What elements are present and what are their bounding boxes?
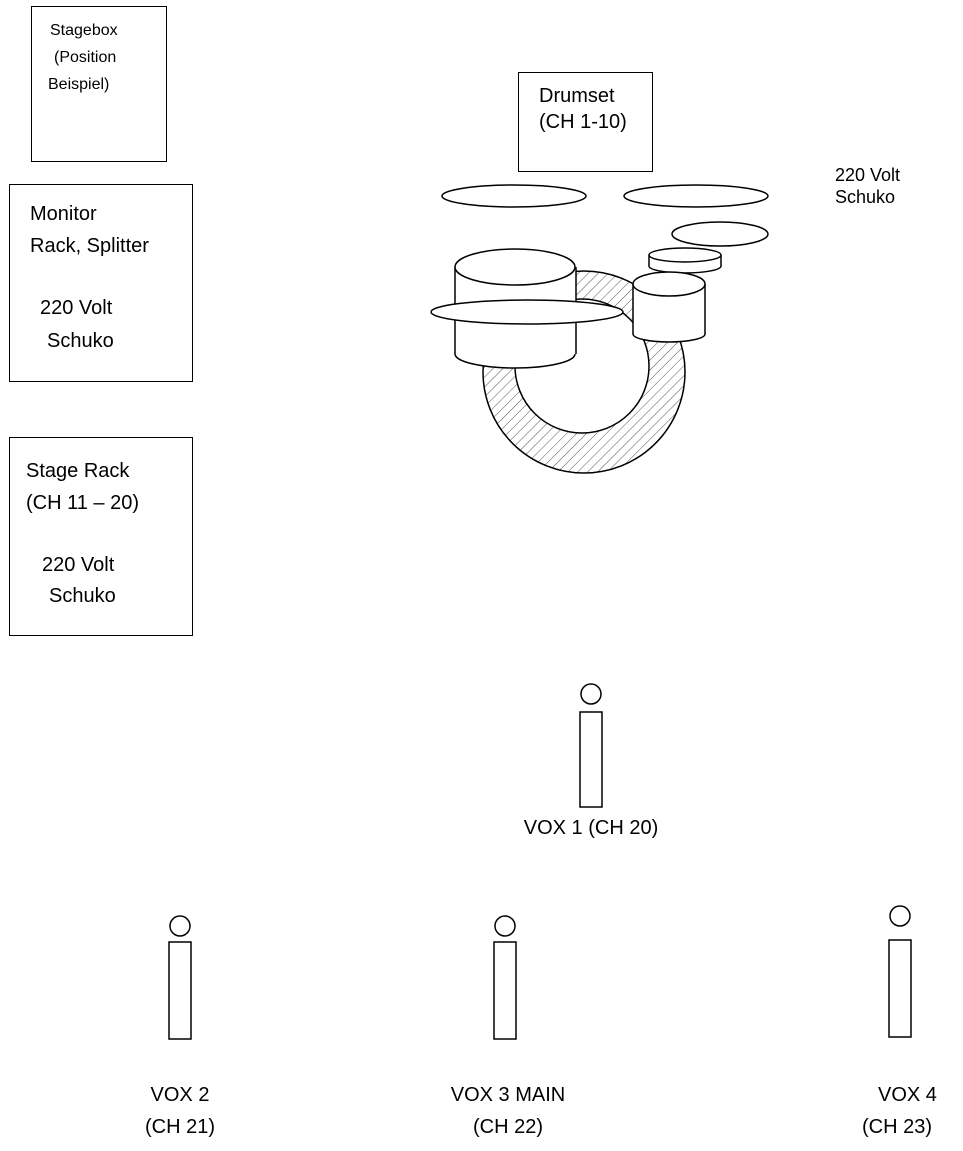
mic-vox2-icon bbox=[168, 915, 192, 1040]
vox3-label-line2: (CH 22) bbox=[472, 1116, 543, 1138]
stagebox-box: Stagebox (Position Beispiel) bbox=[31, 6, 167, 162]
monitor-rack-power-line1: 220 Volt bbox=[40, 297, 113, 319]
stagebox-label-line1: Stagebox bbox=[50, 22, 118, 39]
stage-rack-label-line2: (CH 11 – 20) bbox=[26, 492, 140, 514]
stagebox-label-line2: (Position bbox=[54, 49, 117, 66]
stage-rack-power-line2: Schuko bbox=[49, 585, 116, 607]
stage-rack-label-line1: Stage Rack bbox=[26, 460, 130, 482]
small-tom-icon bbox=[648, 247, 722, 274]
mic-vox4-icon bbox=[888, 905, 912, 1038]
power-right-line1: 220 Volt bbox=[835, 165, 901, 185]
vox3-label-line1: VOX 3 MAIN bbox=[450, 1084, 566, 1106]
cymbal-left-icon bbox=[441, 184, 587, 208]
vox4-label-line2: (CH 23) bbox=[862, 1116, 933, 1138]
mic-vox3-icon bbox=[493, 915, 517, 1040]
monitor-rack-label-line2: Rack, Splitter bbox=[30, 235, 149, 257]
vox2-label-line1: VOX 2 bbox=[150, 1084, 210, 1106]
monitor-rack-box: Monitor Rack, Splitter 220 Volt Schuko bbox=[9, 184, 193, 382]
power-right-line2: Schuko bbox=[835, 187, 896, 207]
monitor-rack-power-line2: Schuko bbox=[47, 330, 114, 352]
cymbal-small-icon bbox=[671, 221, 769, 247]
drum-kit-icon bbox=[430, 184, 769, 474]
vox4-label-line1: VOX 4 bbox=[878, 1084, 937, 1106]
stagebox-label-line3: Beispiel) bbox=[48, 76, 110, 93]
drumset-label-line1: Drumset bbox=[539, 85, 615, 107]
hihat-icon bbox=[430, 299, 624, 325]
vox1-label: VOX 1 (CH 20) bbox=[523, 817, 659, 839]
mic-vox1-icon bbox=[579, 683, 603, 808]
drumset-box: Drumset (CH 1-10) bbox=[518, 72, 653, 172]
stage-rack-box: Stage Rack (CH 11 – 20) 220 Volt Schuko bbox=[9, 437, 193, 636]
monitor-rack-label-line1: Monitor bbox=[30, 203, 97, 225]
cymbal-right-icon bbox=[623, 184, 769, 208]
stage-rack-power-line1: 220 Volt bbox=[42, 554, 115, 576]
rack-tom-icon bbox=[632, 271, 706, 343]
drumset-label-line2: (CH 1-10) bbox=[539, 111, 627, 133]
vox2-label-line2: (CH 21) bbox=[144, 1116, 215, 1138]
